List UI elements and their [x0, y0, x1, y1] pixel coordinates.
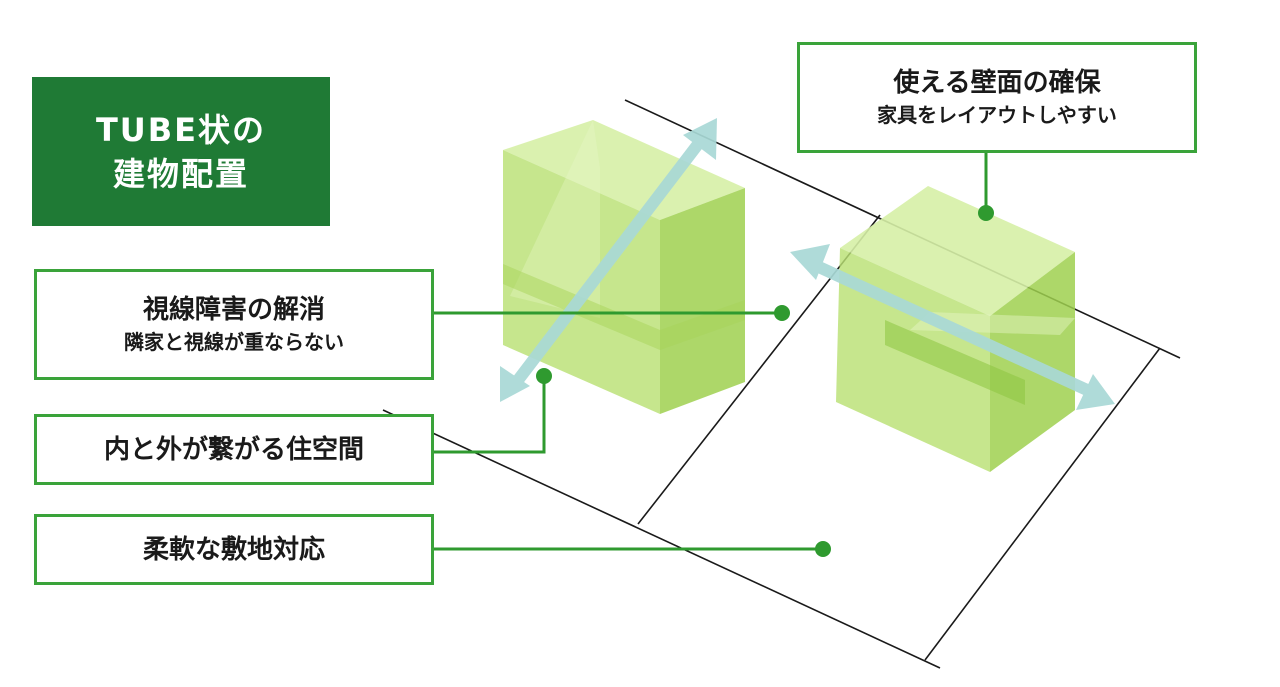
dot-site: [815, 541, 831, 557]
dot-wall: [978, 205, 994, 221]
callout-sightline: 視線障害の解消 隣家と視線が重ならない: [34, 269, 434, 380]
dot-sight: [774, 305, 790, 321]
callout-sight-main: 視線障害の解消: [142, 294, 325, 325]
arrows: [500, 118, 1115, 410]
leader-dots: [536, 205, 994, 557]
arrow-head-up: [683, 118, 717, 160]
dot-inout: [536, 368, 552, 384]
callout-wall-main: 使える壁面の確保: [893, 67, 1101, 98]
callout-site-main: 柔軟な敷地対応: [142, 534, 325, 565]
callout-wall-surface: 使える壁面の確保 家具をレイアウトしやすい: [797, 42, 1197, 153]
callout-wall-sub: 家具をレイアウトしやすい: [877, 102, 1117, 127]
callout-flexible-site: 柔軟な敷地対応: [34, 514, 434, 585]
arrow-head-down: [500, 366, 530, 402]
arrow-through-right-building: [805, 256, 1101, 401]
callout-inout-main: 内と外が繋がる住空間: [103, 434, 364, 465]
callout-sight-sub: 隣家と視線が重ならない: [124, 329, 344, 354]
lot-line-right: [924, 347, 1161, 661]
diagram-title: TUBE状の 建物配置: [32, 77, 330, 226]
arrow-head-right: [1076, 374, 1115, 410]
arrow-head-left: [790, 244, 830, 280]
title-line-1: TUBE状の: [95, 110, 267, 149]
leader-inout: [434, 376, 546, 454]
title-line-2: 建物配置: [112, 154, 249, 193]
leader-lines: [434, 153, 988, 551]
callout-inside-outside: 内と外が繋がる住空間: [34, 414, 434, 485]
lot-line-front: [382, 409, 941, 669]
arrow-through-left-building: [507, 131, 710, 392]
